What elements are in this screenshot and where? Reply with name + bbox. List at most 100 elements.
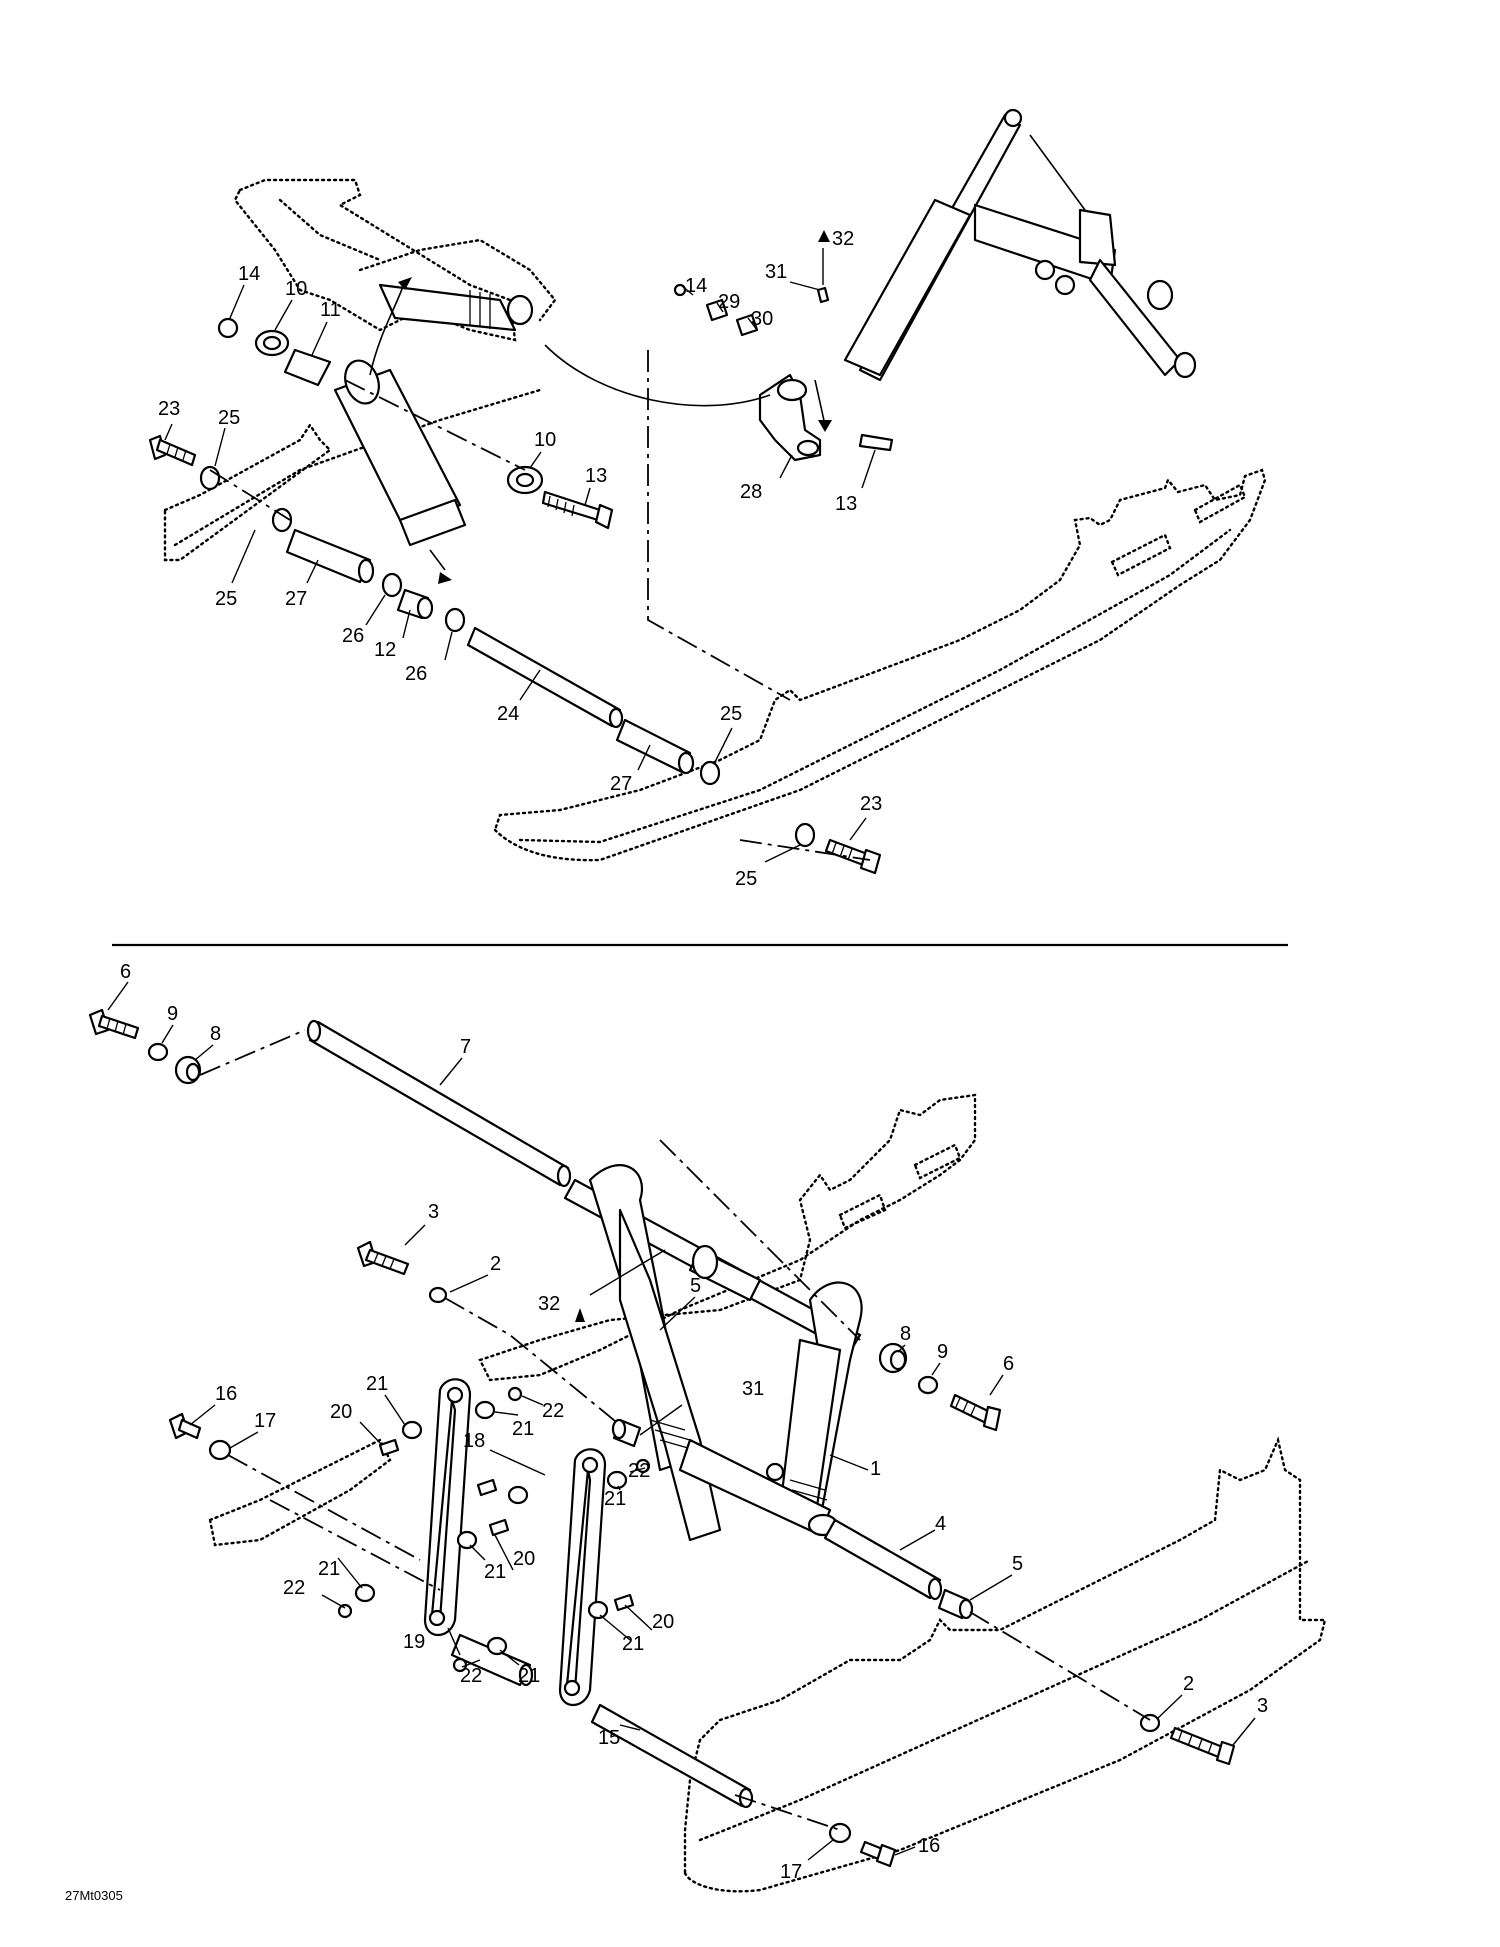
washer-17-lower xyxy=(828,1822,852,1844)
washer-2-lower xyxy=(1139,1713,1161,1733)
nut-22 xyxy=(507,1386,523,1402)
callout-16: 16 xyxy=(918,1835,940,1857)
leader-lines xyxy=(107,248,1256,1861)
rear-rail-slot xyxy=(1110,533,1172,577)
grease-symbol-top xyxy=(818,230,830,242)
washer-21 xyxy=(587,1600,609,1620)
front-arm-1 xyxy=(588,1164,863,1542)
top-assembly xyxy=(148,108,1267,875)
bottom-upper-slot xyxy=(913,1143,962,1180)
washer-21 xyxy=(474,1400,496,1420)
callout-21: 21 xyxy=(622,1633,644,1655)
rear-pivot-assembly xyxy=(973,134,1197,379)
assembly-line xyxy=(739,839,871,861)
grease-fitting-31 xyxy=(816,286,830,304)
callout-13: 13 xyxy=(835,493,857,515)
bolt-3-lower xyxy=(1169,1726,1227,1760)
bottom-upper-rail xyxy=(478,1093,977,1382)
callout-21: 21 xyxy=(604,1488,626,1510)
callout-24: 24 xyxy=(497,703,519,725)
front-arm-outline xyxy=(233,178,517,342)
link-plate-left xyxy=(423,1378,472,1636)
callout-26: 26 xyxy=(405,663,427,685)
front-rail-stub-inner xyxy=(173,388,542,547)
callout-9: 9 xyxy=(167,1003,178,1025)
callout-15: 15 xyxy=(598,1727,620,1749)
callout-10: 10 xyxy=(534,429,556,451)
rear-suspension-rail xyxy=(493,468,1267,862)
bolt-6-right xyxy=(949,1393,992,1425)
callout-29: 29 xyxy=(718,291,740,313)
washer-21 xyxy=(486,1636,508,1656)
callout-19: 19 xyxy=(403,1631,425,1653)
callout-4: 4 xyxy=(935,1513,946,1535)
washer-21 xyxy=(606,1470,628,1490)
callout-25: 25 xyxy=(218,407,240,429)
callout-21: 21 xyxy=(518,1665,540,1687)
assembly-line xyxy=(199,1029,306,1076)
tube-27-left xyxy=(285,528,372,584)
link-plate-right xyxy=(558,1448,607,1706)
callout-30: 30 xyxy=(751,308,773,330)
callout-25: 25 xyxy=(215,588,237,610)
washer-21 xyxy=(507,1485,529,1505)
callout-20: 20 xyxy=(513,1548,535,1570)
callout-5: 5 xyxy=(690,1275,701,1297)
callout-2: 2 xyxy=(490,1253,501,1275)
bushing-29 xyxy=(705,298,729,322)
assembly-line xyxy=(209,469,291,521)
callout-5: 5 xyxy=(1012,1553,1023,1575)
callout-22: 22 xyxy=(628,1460,650,1482)
callout-22: 22 xyxy=(542,1400,564,1422)
nut-14-left xyxy=(217,317,239,339)
callout-13: 13 xyxy=(585,465,607,487)
callout-20: 20 xyxy=(652,1611,674,1633)
washer-26-b xyxy=(444,607,466,633)
rear-rail-slot xyxy=(1193,483,1247,524)
callout-6: 6 xyxy=(120,961,131,983)
nut-22 xyxy=(337,1603,353,1619)
callout-31: 31 xyxy=(742,1378,764,1400)
axle-24 xyxy=(466,626,622,728)
bottom-rear-rail xyxy=(683,1436,1327,1893)
callout-21: 21 xyxy=(366,1373,388,1395)
callout-27: 27 xyxy=(610,773,632,795)
callout-8: 8 xyxy=(210,1023,221,1045)
callout-32: 32 xyxy=(538,1293,560,1315)
callout-22: 22 xyxy=(460,1665,482,1687)
callout-25: 25 xyxy=(720,703,742,725)
callout-labels: 14 10 11 23 25 10 13 25 27 26 12 26 24 2… xyxy=(65,228,1268,1903)
bottom-assembly xyxy=(88,230,1327,1893)
callout-31: 31 xyxy=(765,261,787,283)
callout-10: 10 xyxy=(285,278,307,300)
front-shock-absorber xyxy=(333,359,467,584)
rear-rail-inner-line xyxy=(518,528,1232,844)
assembly-line xyxy=(269,1499,441,1591)
washer-9-left xyxy=(147,1042,169,1062)
callout-22: 22 xyxy=(283,1577,305,1599)
callout-27: 27 xyxy=(285,588,307,610)
callout-17: 17 xyxy=(780,1861,802,1883)
screw-20 xyxy=(613,1593,635,1612)
callout-18: 18 xyxy=(463,1430,485,1452)
upper-shock xyxy=(378,283,534,332)
callout-12: 12 xyxy=(374,639,396,661)
figure-code: 27Mt0305 xyxy=(65,1888,123,1903)
callout-28: 28 xyxy=(740,481,762,503)
callout-2: 2 xyxy=(1183,1673,1194,1695)
arm-link xyxy=(278,198,382,262)
callout-23: 23 xyxy=(860,793,882,815)
route-arrow xyxy=(814,379,826,426)
screw-20 xyxy=(378,1438,400,1457)
washer-9-right xyxy=(917,1375,939,1395)
washer-25-d xyxy=(794,822,816,848)
callout-32: 32 xyxy=(832,228,854,250)
screw-20 xyxy=(488,1518,510,1537)
tube-15 xyxy=(590,1703,752,1808)
washer-21 xyxy=(401,1420,423,1440)
washer-26-a xyxy=(381,572,403,598)
callout-14: 14 xyxy=(238,263,260,285)
callout-6: 6 xyxy=(1003,1353,1014,1375)
washer-25-c xyxy=(699,760,721,786)
